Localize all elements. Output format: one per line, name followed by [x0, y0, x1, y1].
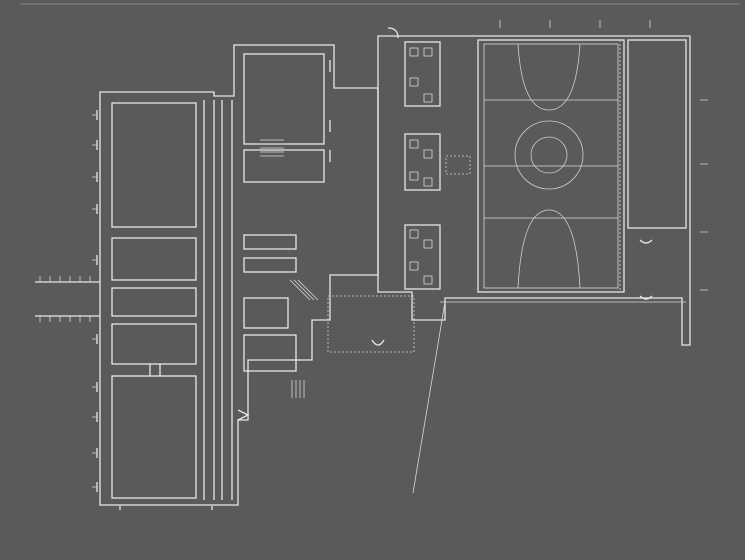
site-edge [412, 301, 446, 494]
corridor [203, 100, 215, 500]
side-door [237, 409, 250, 421]
court-lines [484, 99, 618, 219]
centre-circle [514, 120, 584, 190]
east-grid-ticks [700, 99, 708, 291]
classroom-4 [111, 323, 197, 365]
classroom-2 [111, 237, 197, 281]
classroom-3 [111, 287, 197, 317]
room-b [243, 257, 297, 273]
entry-door [371, 339, 385, 346]
sports-hall [477, 39, 625, 293]
entry-canopy [327, 295, 415, 353]
west-wing [35, 44, 379, 510]
south-doors [119, 506, 213, 510]
link-block [327, 27, 415, 353]
toilet-block-1 [404, 41, 441, 107]
west-wing-outline [99, 44, 379, 506]
fixtures [409, 47, 433, 285]
toilet-block-2 [404, 133, 441, 191]
north-stair [260, 139, 284, 157]
store-doors [639, 239, 653, 300]
classroom-1 [111, 102, 197, 228]
key-north [517, 43, 581, 111]
north-room-2 [243, 149, 325, 183]
west-entrance [35, 276, 100, 322]
centre-circle-inner [530, 136, 568, 174]
room-d [243, 334, 297, 372]
sports-block-outline [377, 35, 691, 346]
corridor-inner [221, 100, 233, 500]
room-c [243, 297, 289, 329]
sports-block [377, 20, 708, 346]
key-south [517, 209, 581, 289]
south-stair [291, 380, 305, 398]
west-windows [92, 110, 98, 492]
room-a [243, 234, 297, 250]
lobby [445, 155, 471, 175]
top-grid-ticks [499, 20, 651, 28]
north-room [243, 53, 325, 145]
mid-stair [289, 279, 319, 301]
equipment-store [627, 39, 687, 229]
classroom-5 [111, 375, 197, 499]
toilet-block-3 [404, 224, 441, 290]
